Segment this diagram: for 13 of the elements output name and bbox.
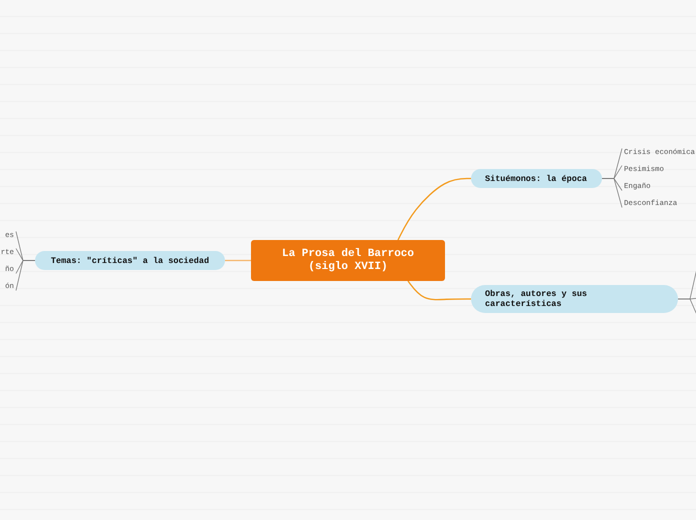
connector-line [225,260,251,262]
topic-label: Obras, autores y sus características [485,289,588,309]
topic-pill [471,169,602,188]
topic-pill [35,251,225,270]
connector-line [397,178,471,240]
topic-pill [471,285,678,313]
topic-label: La Prosa del Barroco (siglo XVII) [280,248,416,274]
connector-line [16,260,36,291]
topic-label: Temas: "críticas" a la sociedad [50,256,210,266]
central-topic-box [251,240,445,281]
topic-label: Situémonos: la época [485,174,588,184]
connector-line [407,280,471,300]
connector-line [602,178,622,208]
